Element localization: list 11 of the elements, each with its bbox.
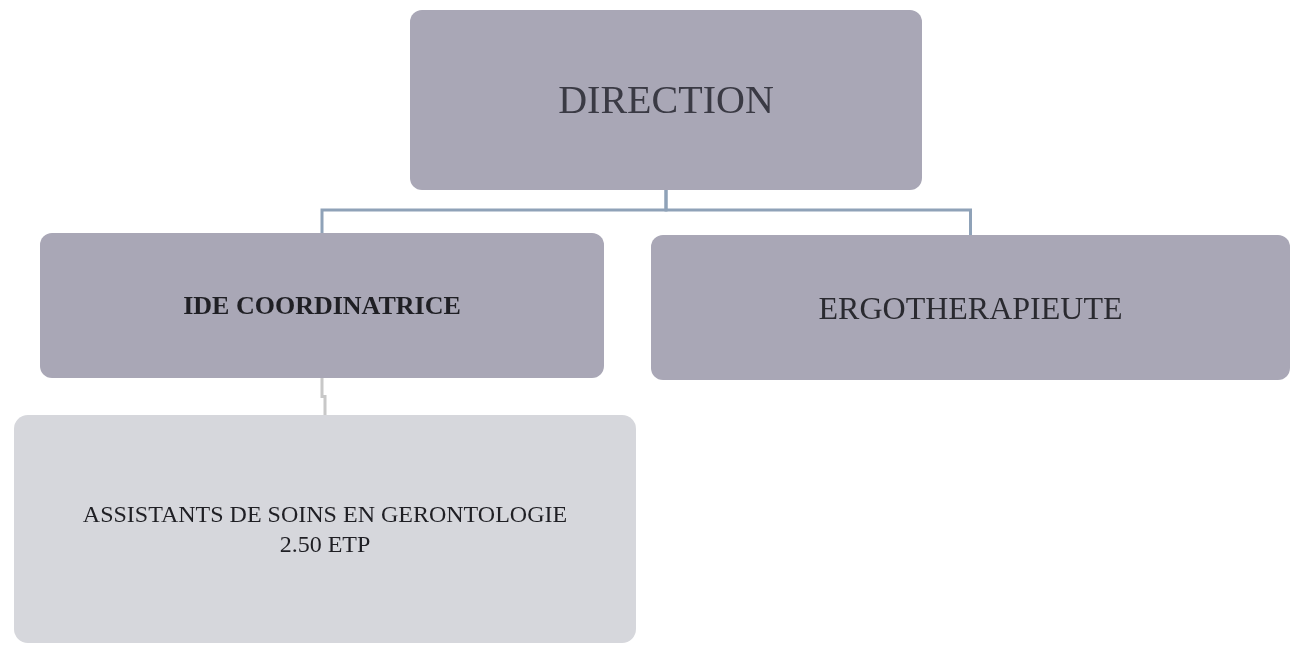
role-label: IDE COORDINATRICE [183,290,461,322]
role-label: 2.50 ETP [279,530,371,559]
org-box [14,415,636,643]
role-label: ERGOTHERAPIEUTE [818,288,1123,328]
connector-line [664,190,972,235]
role-label: ASSISTANTS DE SOINS EN GERONTOLOGIE [82,500,568,529]
connector-line [320,378,327,415]
org-box [410,10,922,190]
org-box [40,233,604,378]
org-box [651,235,1290,380]
role-label: DIRECTION [558,76,774,124]
